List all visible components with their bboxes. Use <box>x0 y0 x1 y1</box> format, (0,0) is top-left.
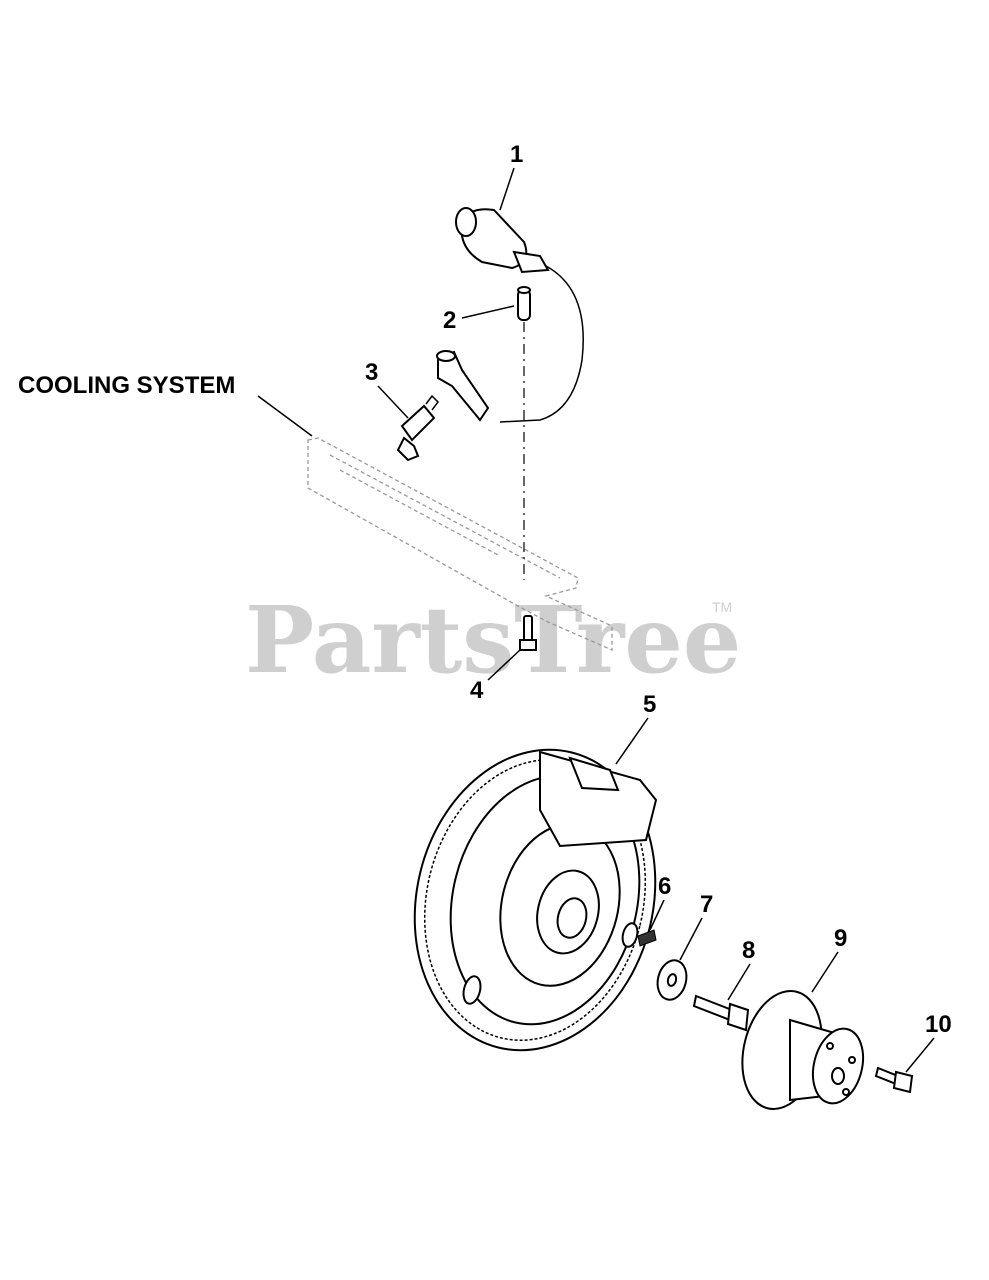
leader-7 <box>679 917 703 961</box>
drive-hub-part <box>741 990 865 1110</box>
callout-number-1: 1 <box>510 141 523 168</box>
ignition-coil-part <box>455 207 584 423</box>
callout-number-9: 9 <box>834 925 847 952</box>
hub-screw-part <box>874 1066 914 1094</box>
callout-number-2: 2 <box>443 307 456 334</box>
leader-5 <box>615 717 649 765</box>
leader-6 <box>649 899 665 931</box>
callout-3[interactable]: 3 <box>365 359 409 419</box>
callout-number-10: 10 <box>925 1011 952 1038</box>
callout-9[interactable]: 9 <box>811 925 847 993</box>
leader-2 <box>461 305 515 319</box>
leader-10 <box>905 1037 935 1073</box>
callout-number-6: 6 <box>658 873 671 900</box>
watermark-text: PartsTree <box>245 586 741 694</box>
leader-8 <box>727 963 751 1001</box>
callout-2[interactable]: 2 <box>443 305 515 334</box>
spark-plug-boot-part <box>436 350 490 422</box>
callout-number-7: 7 <box>700 891 713 918</box>
leader-cooling-system <box>257 395 313 437</box>
callout-number-5: 5 <box>643 691 656 718</box>
callout-1[interactable]: 1 <box>499 141 523 211</box>
callout-number-4: 4 <box>470 677 484 704</box>
spark-plug-part <box>396 394 439 462</box>
callout-8[interactable]: 8 <box>727 937 755 1001</box>
watermark: PartsTree TM <box>245 586 741 694</box>
watermark-tm: TM <box>712 599 732 615</box>
callout-7[interactable]: 7 <box>679 891 713 961</box>
callout-number-3: 3 <box>365 359 378 386</box>
flywheel-bolt-part <box>692 994 750 1032</box>
flywheel-part <box>413 748 658 1052</box>
woodruff-key-part <box>637 929 657 947</box>
mounting-screw-part <box>519 615 537 651</box>
section-label-cooling-system: COOLING SYSTEM <box>18 372 235 399</box>
callout-5[interactable]: 5 <box>615 691 656 765</box>
cooling-system-bracket-outline <box>307 437 613 651</box>
callout-4[interactable]: 4 <box>470 649 521 704</box>
spacer-part <box>517 286 531 321</box>
callout-number-8: 8 <box>742 937 755 964</box>
callout-10[interactable]: 10 <box>905 1011 952 1073</box>
callout-6[interactable]: 6 <box>649 873 671 931</box>
washer-part <box>656 959 688 1001</box>
leader-9 <box>811 951 839 993</box>
leader-3 <box>377 385 409 419</box>
leader-4 <box>487 649 521 681</box>
leader-1 <box>499 167 515 211</box>
